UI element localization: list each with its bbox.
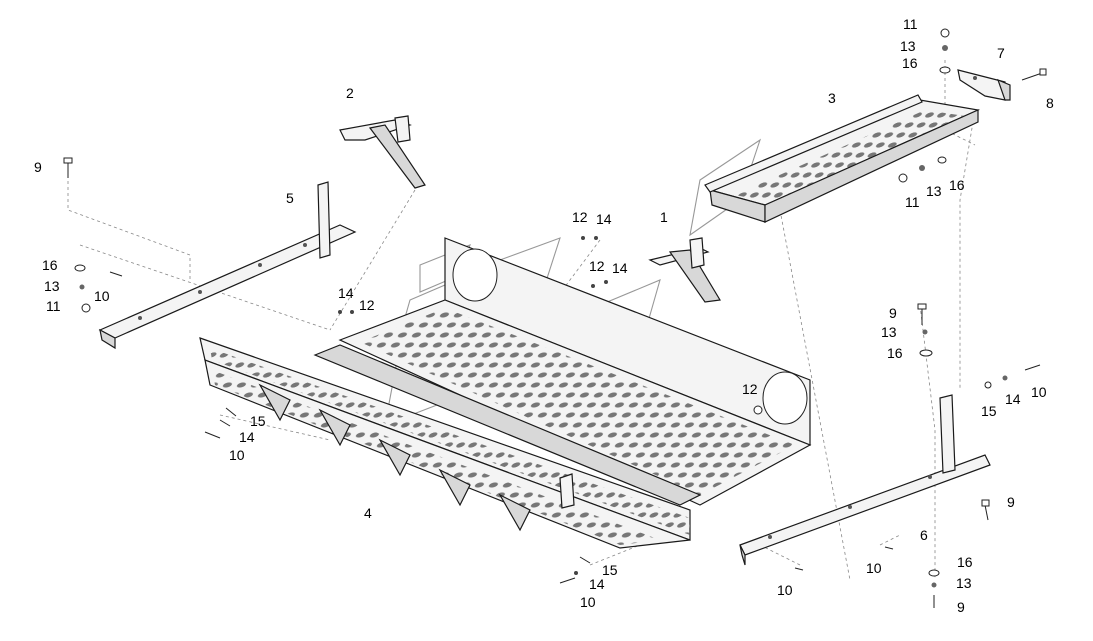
callout-7: 7 (997, 45, 1005, 61)
callout-8: 8 (1046, 95, 1054, 111)
part-6-right-support-rail (739, 394, 991, 566)
callout-15-right: 15 (981, 403, 997, 419)
callout-9-right-low: 9 (1007, 494, 1015, 510)
callout-13-right-mid: 13 (881, 324, 897, 340)
callout-13-right: 13 (926, 183, 942, 199)
callout-12-a: 12 (572, 209, 588, 225)
callout-1: 1 (660, 209, 668, 225)
callout-12-b: 12 (589, 258, 605, 274)
callout-11-top: 11 (903, 16, 918, 32)
callout-10-left-low: 10 (229, 447, 245, 463)
part-8-bolt (1021, 68, 1047, 81)
callout-15-left: 15 (250, 413, 266, 429)
callout-13-bottom: 13 (956, 575, 972, 591)
callout-16-right-mid: 16 (887, 345, 903, 361)
callout-4: 4 (364, 505, 372, 521)
callout-14-left: 14 (239, 429, 255, 445)
callout-10-right: 10 (1031, 384, 1047, 400)
callout-10-bottom-left: 10 (580, 594, 596, 610)
part-1-center-bracket (648, 237, 721, 303)
part-7-corner-bracket (957, 69, 1011, 101)
fasteners (63, 28, 1041, 608)
callout-16-left: 16 (42, 257, 58, 273)
callout-11-left: 11 (46, 298, 61, 314)
callout-13-left: 13 (44, 278, 60, 294)
callout-13-top: 13 (900, 38, 916, 54)
part-5-left-support-rail (98, 181, 357, 350)
callout-14-bottom: 14 (589, 576, 605, 592)
callout-14-right: 14 (1005, 391, 1021, 407)
callout-12-d: 12 (742, 381, 758, 397)
callout-10-bottom-right: 10 (777, 582, 793, 598)
callout-14-b: 14 (612, 260, 628, 276)
callout-12-c: 12 (359, 297, 375, 313)
callout-9-bottom: 9 (957, 599, 965, 615)
part-3-upper-rail (704, 94, 981, 223)
callout-3: 3 (828, 90, 836, 106)
part-2-bracket (339, 115, 426, 189)
callout-11-right: 11 (905, 194, 920, 210)
callout-10-left: 10 (94, 288, 110, 304)
callout-14-a: 14 (596, 211, 612, 227)
callout-6: 6 (920, 527, 928, 543)
callout-16-right: 16 (949, 177, 965, 193)
callout-15-bottom: 15 (602, 562, 618, 578)
callout-16-top: 16 (902, 55, 918, 71)
callout-9-right-mid: 9 (889, 305, 897, 321)
callout-2: 2 (346, 85, 354, 101)
callout-16-bottom: 16 (957, 554, 973, 570)
callout-5: 5 (286, 190, 294, 206)
callout-14-c: 14 (338, 285, 354, 301)
callout-9-left: 9 (34, 159, 42, 175)
callout-labels: 1 2 3 4 5 6 7 8 9 9 9 9 10 10 10 10 10 1… (34, 16, 1054, 615)
part-4-main-tray (199, 237, 812, 549)
callout-10-bottom-mid: 10 (866, 560, 882, 576)
